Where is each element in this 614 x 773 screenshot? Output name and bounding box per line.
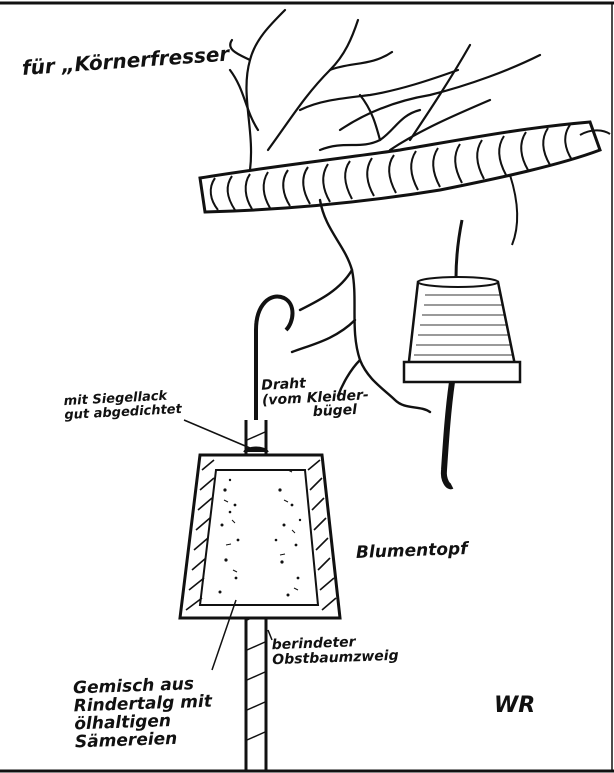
label-flowerpot: Blumentopf (356, 541, 468, 563)
label-twig: berindeter Obstbaumzweig (272, 634, 399, 668)
label-sealing-lacquer: mit Siegellack gut abgedichtet (63, 389, 182, 422)
label-seed-mixture: Gemisch aus Rindertalg mit ölhaltigen Sä… (73, 676, 214, 752)
label-wire: Draht (vom Kleider- bügel (261, 373, 370, 423)
hanging-pot (404, 220, 520, 486)
artist-signature: WR (494, 694, 535, 717)
flowerpot-section (180, 448, 340, 619)
